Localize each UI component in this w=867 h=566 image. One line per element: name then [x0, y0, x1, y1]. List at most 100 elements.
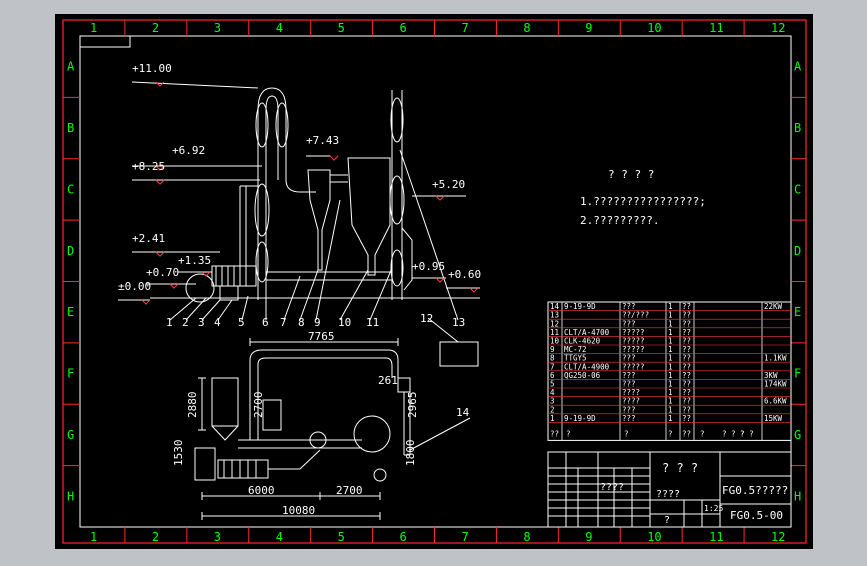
notes-line-1: 1.????????????????; [580, 195, 706, 208]
fan-1 [185, 273, 215, 303]
plan-stack [403, 392, 411, 456]
parts-cell-no: 1 [550, 414, 555, 423]
column-label-5-top: 5 [338, 21, 345, 35]
parts-cell-no: 2 [550, 405, 555, 414]
parts-cell-c5: ?? [682, 337, 691, 346]
plan-dryer-cone [211, 425, 239, 441]
dim-label-10080: 10080 [282, 504, 315, 517]
title-block-text: ? ? ? FG0.5????? FG0.5-00 ???? 1:25 ? ??… [600, 461, 788, 526]
parts-cell-c5: ?? [682, 311, 691, 320]
parts-cell-c3: ???? [622, 397, 640, 406]
riser-duct-right [391, 90, 403, 300]
row-label-C-right: C [794, 182, 801, 196]
plan-blower [373, 468, 387, 482]
column-label-2-top: 2 [152, 21, 159, 35]
column-label-10-top: 10 [647, 21, 661, 35]
row-label-A-left: A [67, 60, 75, 74]
part-number-3: 3 [198, 316, 205, 329]
parts-cell-name: TTGY5 [564, 354, 587, 363]
parts-cell-c3: ??? [622, 354, 636, 363]
row-label-H-left: H [67, 489, 74, 503]
riser-vessel-top [255, 102, 269, 148]
parts-cell-no: 12 [550, 319, 559, 328]
parts-cell-c5: ?? [682, 302, 691, 311]
column-label-1-top: 1 [90, 21, 97, 35]
parts-cell-c5: ?? [682, 397, 691, 406]
parts-cell-c4: 1 [668, 405, 673, 414]
row-label-A-right: A [794, 60, 802, 74]
parts-cell-no: 13 [550, 311, 559, 320]
parts-cell-no: 10 [550, 337, 560, 346]
part-number-6: 6 [262, 316, 269, 329]
parts-cell-no: 7 [550, 362, 555, 371]
parts-cell-no: 6 [550, 371, 555, 380]
elevation-label-6: +1.35 [178, 254, 211, 267]
parts-cell-c3: ??? [622, 405, 636, 414]
parts-cell-c5: ?? [682, 380, 691, 389]
dim-2700 [320, 492, 381, 500]
part-number-10: 10 [338, 316, 351, 329]
parts-cell-c4: 1 [668, 337, 673, 346]
parts-cell-no: 8 [550, 354, 555, 363]
column-label-8-bottom: 8 [523, 530, 530, 544]
title-drawing-no: FG0.5-00 [730, 509, 783, 522]
parts-cell-c5: ?? [682, 328, 691, 337]
row-label-C-left: C [67, 182, 74, 196]
column-label-7-top: 7 [461, 21, 468, 35]
right-vessel-top [390, 97, 404, 143]
row-label-E-left: E [67, 305, 74, 319]
parts-cell-c3: ??/??? [622, 311, 649, 320]
column-label-3-bottom: 3 [214, 530, 221, 544]
column-label-4-top: 4 [276, 21, 283, 35]
elevation-label-5: +2.41 [132, 232, 165, 245]
dim-label-261: 261 [378, 374, 398, 387]
title-sheet: ? [664, 515, 670, 526]
plan-duct-outer [249, 349, 399, 440]
parts-cell-c6: 1.1KW [764, 354, 787, 363]
part-number-4: 4 [214, 316, 221, 329]
column-label-12-bottom: 12 [771, 530, 785, 544]
parts-cell-c4: 1 [668, 380, 673, 389]
cyclone-1 [307, 169, 331, 271]
dim-label-2965: 2965 [406, 392, 419, 419]
part-number-1: 1 [166, 316, 173, 329]
dim-label-6000: 6000 [248, 484, 275, 497]
right-cone [401, 227, 413, 291]
parts-header-c4: ? [668, 429, 673, 438]
dim-label-7765: 7765 [308, 330, 335, 343]
parts-header-name: ? [566, 429, 571, 438]
column-label-11-bottom: 11 [709, 530, 723, 544]
parts-cell-c3: ??? [622, 414, 636, 423]
plan-view [194, 317, 479, 520]
riser-vessel-low [255, 241, 269, 283]
parts-cell-c4: 1 [668, 362, 673, 371]
title-weight: ???? [656, 489, 680, 500]
dim-7765 [249, 338, 399, 346]
heater-base [219, 285, 239, 301]
column-label-12-top: 12 [771, 21, 785, 35]
parts-cell-c3: ????? [622, 345, 645, 354]
cyclone-2 [347, 157, 391, 276]
heater-fins [215, 266, 247, 286]
riser-vessel-mid [254, 183, 270, 237]
part-number-5: 5 [238, 316, 245, 329]
parts-cell-c4: 1 [668, 397, 673, 406]
elevation-label-9: +0.95 [412, 260, 445, 273]
parts-cell-c3: ????? [622, 337, 645, 346]
plan-dryer-body [211, 377, 239, 427]
part-leaders [169, 149, 459, 321]
dim-label-2880: 2880 [186, 392, 199, 419]
row-label-G-right: G [794, 428, 801, 442]
horizontal-duct [266, 271, 392, 281]
cyclone-link [330, 174, 348, 183]
parts-cell-c5: ?? [682, 388, 691, 397]
title-unit: ? ? ? [662, 461, 698, 475]
right-vessel-mid [389, 175, 405, 225]
transfer-duct [285, 179, 316, 193]
parts-cell-c3: ??? [622, 302, 636, 311]
parts-cell-c3: ????? [622, 362, 645, 371]
parts-header-c5: ?? [682, 429, 691, 438]
elevation-label-0: +11.00 [132, 62, 172, 75]
